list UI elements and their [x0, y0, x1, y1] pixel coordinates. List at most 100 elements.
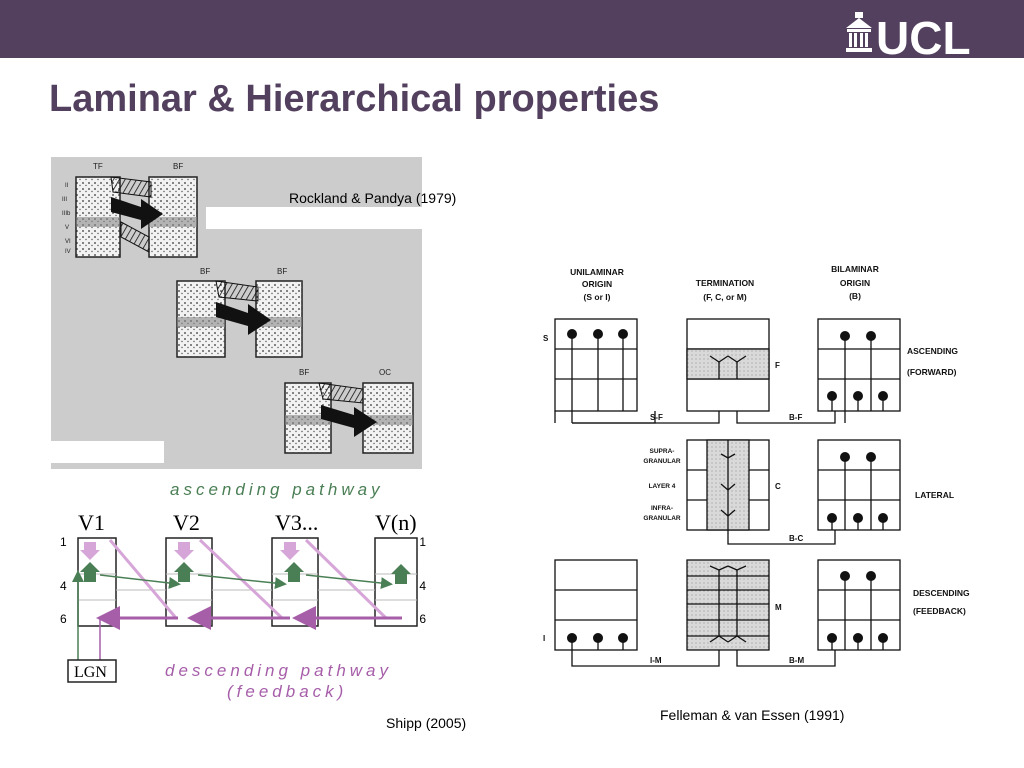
layer-shade [686, 559, 770, 651]
col-header: ORIGIN [582, 279, 612, 289]
ascending-arrow [284, 562, 304, 582]
rockland-drawing: TF BF BF BF BF OC II III IIIb V VI IV [62, 162, 414, 454]
col-header: ORIGIN [840, 278, 870, 288]
layer-label: SUPRA- [650, 448, 675, 455]
layer-label: INFRA- [651, 505, 673, 512]
neuron-soma [593, 633, 603, 643]
area-label: BF [299, 368, 309, 377]
neuron-soma [853, 513, 863, 523]
term-label-c: C [775, 482, 781, 491]
layer-label: II [65, 183, 69, 189]
shipp-diagram: ascending pathway V1 V2 V3... V(n) 1 4 6… [60, 480, 426, 701]
area-label: TF [93, 162, 103, 171]
col-header: BILAMINAR [831, 264, 879, 274]
layer-label: GRANULAR [643, 515, 680, 522]
lgn-box [67, 659, 117, 683]
col-header: (B) [849, 291, 861, 301]
caption-rockland: Rockland & Pandya (1979) [289, 190, 457, 206]
row-label-s: S [543, 334, 549, 343]
area-v1: V1 [78, 510, 105, 535]
neuron-soma [567, 329, 577, 339]
figure-mask [206, 207, 422, 229]
feedback-arrow [80, 542, 100, 560]
neuron-soma [878, 391, 888, 401]
type-label: ASCENDING [907, 346, 958, 356]
type-label: LATERAL [915, 490, 954, 500]
term-label-m: M [775, 603, 782, 612]
layer-label: VI [65, 239, 71, 245]
layer-1-label: 1 [419, 535, 426, 549]
layer-label: IIIb [62, 211, 71, 217]
felleman-diagram: UNILAMINAR ORIGIN (S or I) TERMINATION (… [543, 264, 970, 667]
layer4-shade [686, 348, 770, 380]
rockland-figure: TF BF BF BF BF OC II III IIIb V VI IV [51, 157, 422, 469]
feedback-arrow [174, 542, 194, 560]
feedback-arrow [280, 542, 300, 560]
type-label: (FORWARD) [907, 367, 957, 377]
layer-label: IV [65, 249, 71, 255]
col-header: (S or I) [584, 292, 611, 302]
neuron-soma [567, 633, 577, 643]
neuron-soma [618, 633, 628, 643]
neuron-soma [878, 633, 888, 643]
neuron-soma [878, 513, 888, 523]
neuron-soma [827, 513, 837, 523]
neuron-soma [853, 633, 863, 643]
neuron-soma [827, 391, 837, 401]
neuron-soma [866, 571, 876, 581]
portico-icon [846, 12, 872, 52]
area-v3: V3... [275, 510, 318, 535]
col-header: (F, C, or M) [703, 292, 747, 302]
neuron-soma [593, 329, 603, 339]
neuron-soma [840, 452, 850, 462]
layer-label: III [62, 197, 67, 203]
ucl-logo-text: UCL [876, 12, 971, 56]
neuron-soma [827, 633, 837, 643]
ascending-arrow [80, 562, 100, 582]
layer-label: LAYER 4 [649, 483, 676, 490]
cortex-pair-2 [176, 280, 303, 358]
feedback-label: (feedback) [227, 682, 347, 701]
neuron-soma [618, 329, 628, 339]
type-label: DESCENDING [913, 588, 970, 598]
term-label-f: F [775, 361, 780, 370]
layer-label: V [65, 225, 69, 231]
neuron-soma [840, 571, 850, 581]
descending-pathway-label: descending pathway [165, 661, 392, 680]
area-label: OC [379, 368, 391, 377]
figure-mask [51, 441, 164, 463]
col-header: UNILAMINAR [570, 267, 624, 277]
area-label: BF [173, 162, 183, 171]
layer-6-label: 6 [60, 612, 67, 626]
layer-1-label: 1 [60, 535, 67, 549]
conn-label: B-F [789, 413, 802, 422]
col-header: TERMINATION [696, 278, 754, 288]
lgn-label: LGN [74, 664, 107, 681]
layer-6-label: 6 [419, 612, 426, 626]
area-v2: V2 [173, 510, 200, 535]
area-label: BF [277, 267, 287, 276]
caption-felleman: Felleman & van Essen (1991) [660, 707, 845, 723]
type-label: (FEEDBACK) [913, 606, 966, 616]
ucl-logo: UCL [846, 12, 971, 56]
conn-label: B-M [789, 656, 804, 665]
cortex-pair-3 [284, 382, 414, 454]
ascending-arrow [391, 564, 411, 584]
conn-label: S-F [650, 413, 663, 422]
ascending-pathway-label: ascending pathway [170, 480, 384, 499]
caption-shipp: Shipp (2005) [386, 715, 467, 731]
layer-4-label: 4 [419, 579, 426, 593]
ascending-arrow [174, 562, 194, 582]
neuron-soma [840, 331, 850, 341]
conn-label: B-C [789, 534, 803, 543]
area-vn: V(n) [375, 510, 417, 535]
row-label-i: I [543, 634, 545, 643]
layer-4-label: 4 [60, 579, 67, 593]
neuron-soma [866, 452, 876, 462]
slide-title: Laminar & Hierarchical properties [49, 78, 660, 120]
cortex-pair-1 [75, 176, 198, 258]
neuron-soma [853, 391, 863, 401]
layer-label: GRANULAR [643, 458, 680, 465]
conn-label: I-M [650, 656, 662, 665]
area-label: BF [200, 267, 210, 276]
